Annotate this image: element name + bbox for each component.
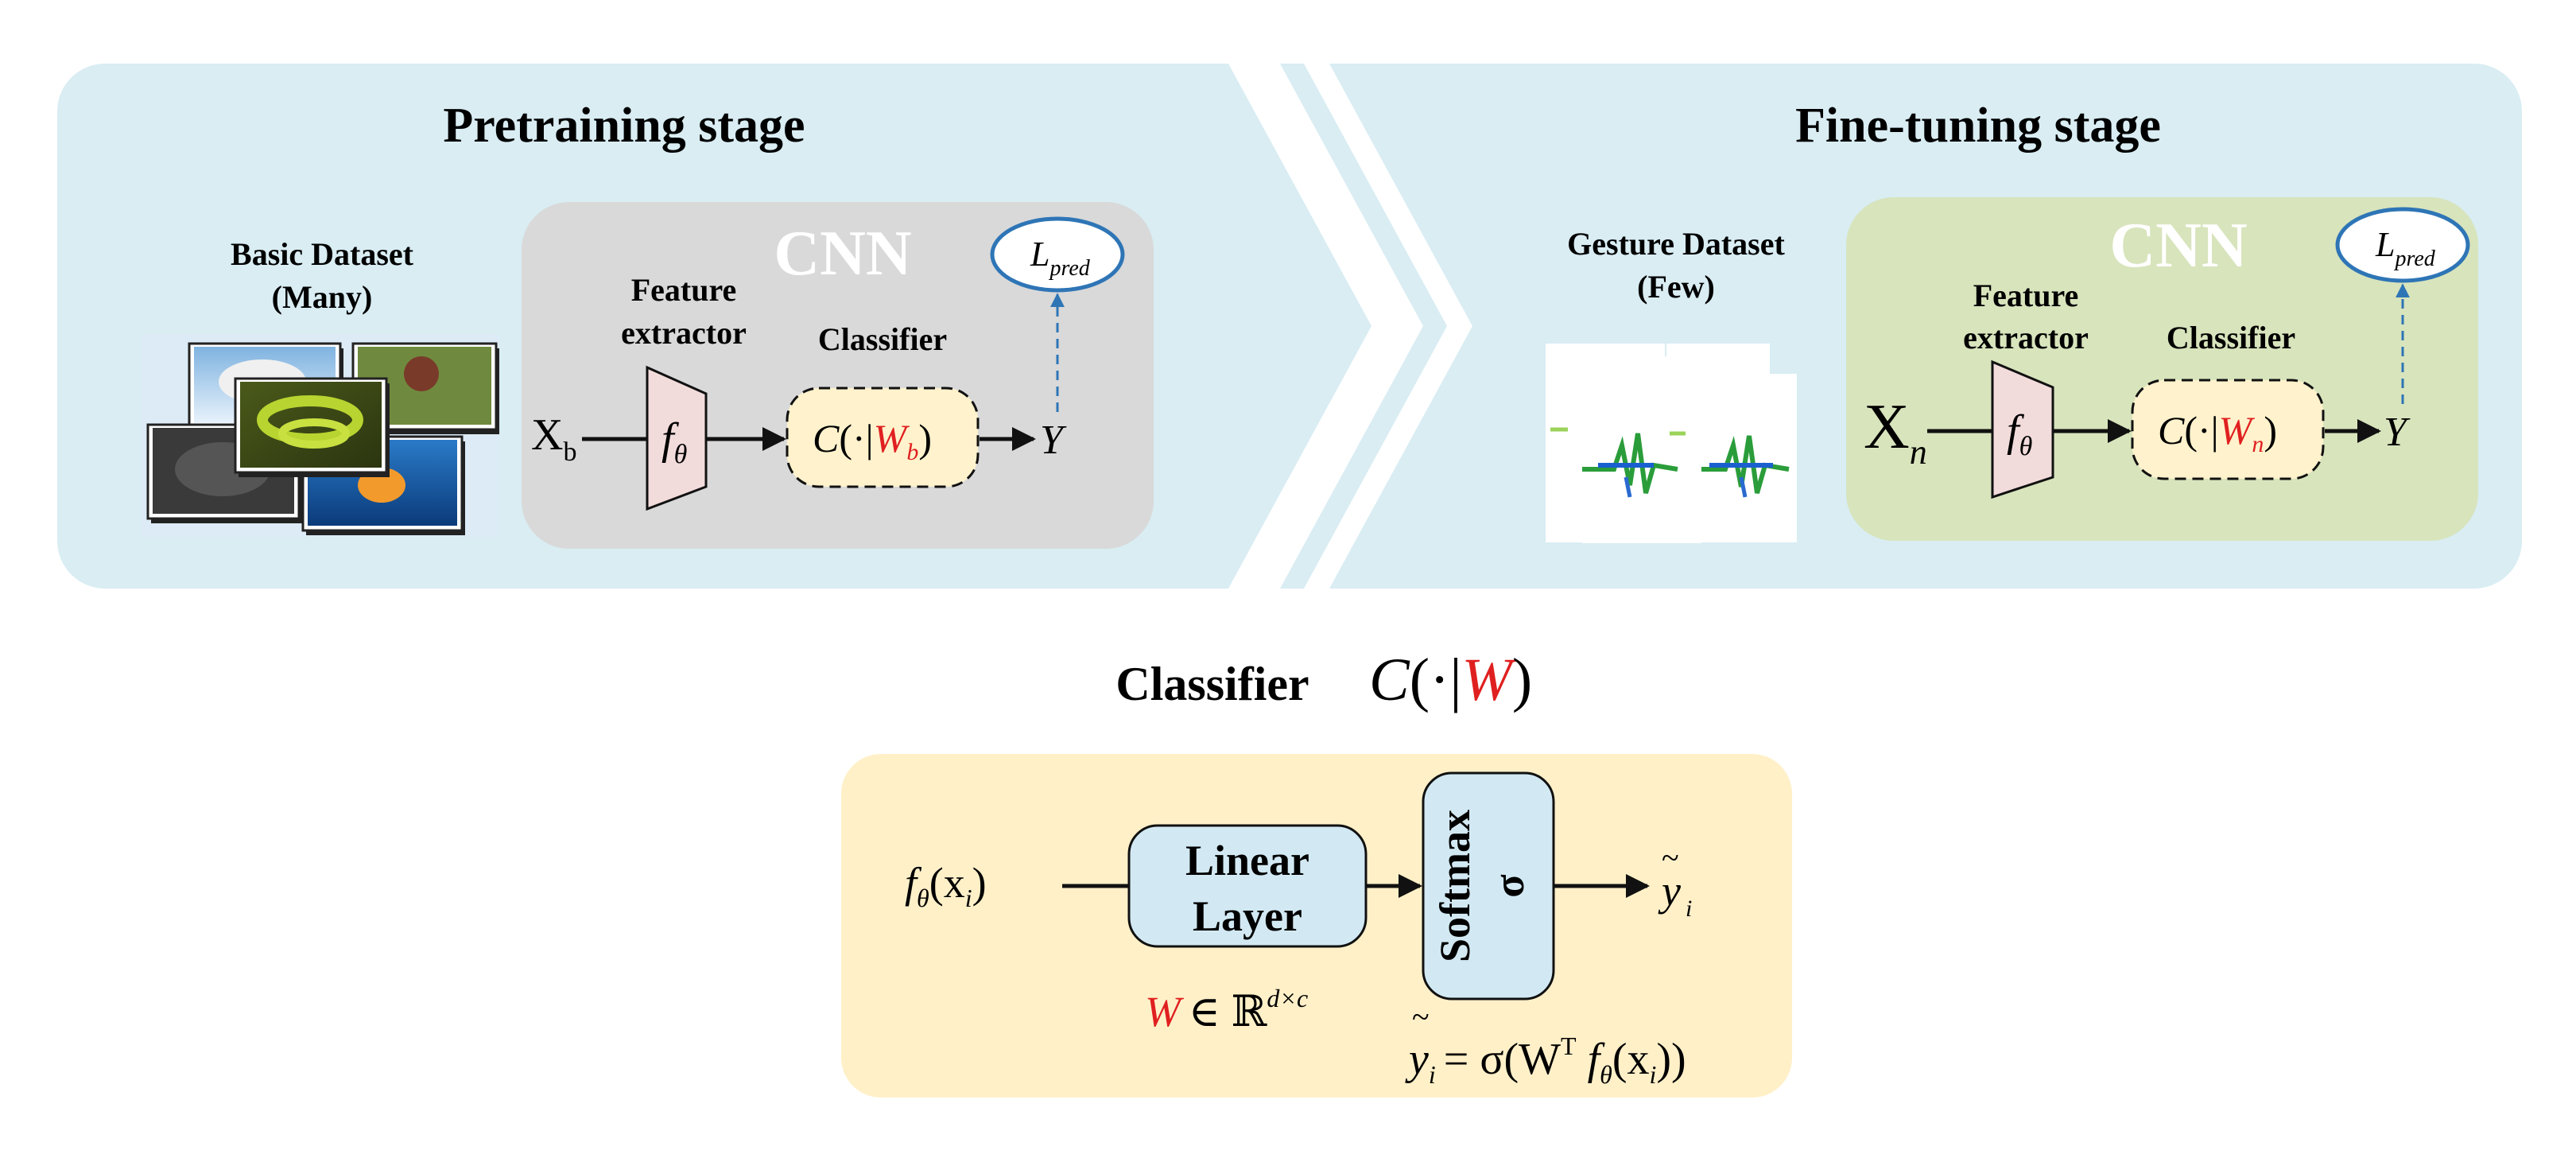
basic-dataset-label: Basic Dataset — [231, 236, 414, 272]
pretraining-classifier-box — [786, 387, 980, 488]
pretraining-feature-label-2: extractor — [621, 315, 747, 351]
spectrogram-images-icon — [1546, 344, 1797, 543]
finetuning-loss-label: Lpred — [2375, 225, 2436, 271]
finetuning-classifier-formula: C(·|Wn) — [2158, 408, 2277, 457]
image-stack-icon — [142, 334, 499, 537]
finetuning-feature-label: Feature — [1973, 278, 2079, 313]
finetuning-classifier-label: Classifier — [2167, 320, 2295, 356]
linear-layer-label: Linear — [1185, 837, 1309, 884]
pretraining-input: Xb — [531, 410, 576, 467]
pretraining-classifier-formula: C(·|Wb) — [813, 416, 932, 465]
finetuning-feature-label-2: extractor — [1963, 320, 2089, 356]
pretraining-title: Pretraining stage — [443, 99, 805, 153]
softmax-label: Softmax — [1431, 810, 1479, 962]
pretraining-feature-label: Feature — [631, 272, 737, 308]
gesture-dataset-label: Gesture Dataset — [1567, 226, 1785, 262]
finetuning-cnn-label: CNN — [2109, 211, 2247, 281]
gesture-dataset-count: (Few) — [1637, 269, 1715, 305]
pretraining-cnn-label: CNN — [774, 219, 911, 289]
pretraining-feature-extractor — [646, 365, 708, 511]
pretraining-output: Y — [1040, 418, 1067, 463]
softmax-sigma: σ — [1485, 874, 1533, 898]
finetuning-input: Xn — [1864, 392, 1927, 472]
stage-chevron-separator — [1228, 64, 1423, 589]
finetuning-classifier-box — [2131, 379, 2325, 480]
classifier-output-tilde: ~ — [1662, 840, 1679, 876]
pretraining-loss-label: Lpred — [1030, 235, 1091, 281]
pretraining-classifier-label: Classifier — [818, 321, 947, 357]
basic-dataset-count: (Many) — [272, 279, 373, 315]
finetuning-feature-extractor — [1991, 359, 2054, 499]
finetuning-output: Y — [2384, 410, 2411, 455]
classifier-heading: Classifier — [1115, 658, 1309, 710]
softmax-equation: yi= σ(WT fθ(xi)) — [1405, 1032, 1686, 1089]
pretraining-loss-node — [990, 216, 1125, 293]
weight-space: W∈ ℝd×c — [1145, 984, 1308, 1035]
classifier-heading-formula: C(·|W) — [1369, 647, 1532, 713]
finetuning-loss-node — [2335, 207, 2470, 283]
linear-layer-label-2: Layer — [1193, 892, 1302, 940]
finetuning-title: Fine-tuning stage — [1795, 99, 2161, 153]
softmax-equation-tilde: ~ — [1412, 999, 1430, 1035]
